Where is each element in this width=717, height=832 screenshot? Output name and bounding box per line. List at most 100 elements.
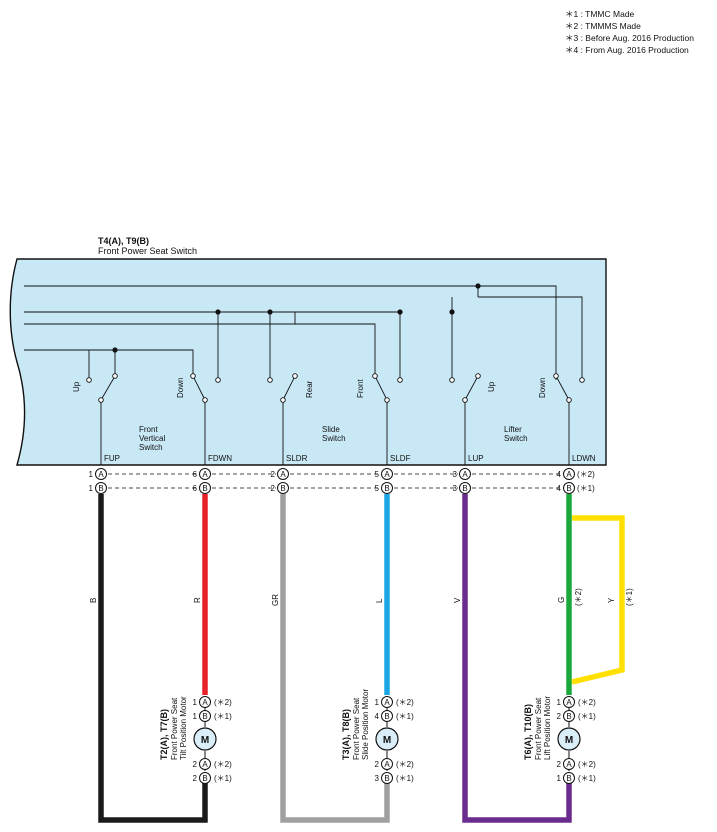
wire-code: V	[453, 597, 462, 603]
contact-label-up: Up	[487, 381, 496, 392]
switch-code: T4(A), T9(B)	[98, 236, 149, 246]
terminal-labels: FUP FDWN SLDR SLDF LUP LDWN	[104, 454, 596, 463]
pin-number: 3	[453, 484, 458, 493]
motor-name: Tilt Position Motor	[179, 696, 188, 760]
svg-text:B: B	[462, 484, 467, 493]
svg-text:B: B	[566, 712, 571, 721]
wire-code: R	[193, 597, 202, 603]
svg-text:B: B	[202, 774, 207, 783]
contact-label-up: Up	[72, 381, 81, 392]
connector-b: B	[199, 482, 211, 494]
connector-b: B	[381, 482, 393, 494]
pin-number: 5	[375, 470, 380, 479]
connector-note-a: (＊2)	[577, 470, 595, 479]
svg-text:A: A	[384, 470, 390, 479]
motor-name: Front Power Seat	[352, 697, 361, 760]
connector-note-b: (＊1)	[577, 484, 595, 493]
pin-number: 3	[375, 774, 380, 783]
svg-text:M: M	[201, 735, 209, 746]
connector-a: A	[95, 468, 107, 480]
pin-number: 1	[557, 698, 562, 707]
connector-b: B	[381, 710, 393, 722]
connector-b: B	[277, 482, 289, 494]
footnote-1: ＊1 : TMMC Made	[565, 9, 635, 19]
motor-name: Slide Position Motor	[361, 689, 370, 760]
connector-a: A	[199, 468, 211, 480]
svg-text:A: A	[98, 470, 104, 479]
svg-text:A: A	[384, 760, 390, 769]
svg-text:A: A	[384, 698, 390, 707]
svg-text:A: A	[202, 760, 208, 769]
terminal-label: SLDF	[390, 454, 411, 463]
wire-note: (＊1)	[625, 588, 634, 606]
connector-b: B	[459, 482, 471, 494]
motor-titles: T2(A), T7(B) Front Power Seat Tilt Posit…	[159, 689, 552, 760]
wire-code: GR	[271, 594, 280, 606]
pin-number: 1	[375, 698, 380, 707]
contact-label-rear: Rear	[305, 380, 314, 398]
group-label: Switch	[322, 434, 346, 443]
switch-name: Front Power Seat Switch	[98, 246, 197, 256]
pin-number: 5	[375, 484, 380, 493]
wire-labels: B R GR L V G (＊2) Y (＊1)	[89, 588, 634, 606]
pin-number: 2	[375, 760, 380, 769]
terminal-label: FDWN	[208, 454, 232, 463]
motor-note: (＊1)	[214, 712, 232, 721]
pin-number: 2	[271, 470, 276, 479]
terminal-label: FUP	[104, 454, 120, 463]
footnotes: ＊1 : TMMC Made ＊2 : TMMMS Made ＊3 : Befo…	[565, 9, 694, 55]
group-label: Lifter	[504, 425, 522, 434]
pin-number: 6	[193, 484, 198, 493]
svg-text:A: A	[280, 470, 286, 479]
motor-symbol: M	[375, 727, 399, 751]
connector-a: A	[563, 696, 575, 708]
pin-number: 1	[557, 774, 562, 783]
motor-note: (＊2)	[214, 698, 232, 707]
contact-label-down: Down	[538, 378, 547, 398]
svg-text:A: A	[566, 698, 572, 707]
connector-a: A	[277, 468, 289, 480]
svg-text:B: B	[384, 774, 389, 783]
pin-number: 6	[193, 470, 198, 479]
connector-a: A	[381, 696, 393, 708]
svg-text:B: B	[280, 484, 285, 493]
motor-code: T6(A), T10(B)	[523, 704, 533, 760]
motor-name: Lift Position Motor	[543, 696, 552, 760]
pin-number: 2	[271, 484, 276, 493]
motor-name: Front Power Seat	[170, 697, 179, 760]
svg-text:A: A	[462, 470, 468, 479]
group-label: Front	[139, 425, 158, 434]
pin-number: 2	[557, 712, 562, 721]
motor-symbol: M	[193, 727, 217, 751]
connector-a: A	[381, 468, 393, 480]
motor-name: Front Power Seat	[534, 697, 543, 760]
svg-text:M: M	[383, 735, 391, 746]
terminal-label: SLDR	[286, 454, 308, 463]
connector-b: B	[563, 772, 575, 784]
svg-text:B: B	[566, 774, 571, 783]
motor-note: (＊1)	[214, 774, 232, 783]
wire-code: L	[375, 598, 384, 603]
pin-number: 2	[557, 760, 562, 769]
wire-black	[98, 494, 208, 823]
connector-dashes	[108, 473, 562, 489]
svg-text:A: A	[202, 470, 208, 479]
wire-code: Y	[607, 597, 616, 603]
connector-a: A	[563, 758, 575, 770]
pin-number: 1	[89, 470, 94, 479]
pin-number: 1	[193, 712, 198, 721]
motor-note: (＊2)	[396, 698, 414, 707]
motor-note: (＊1)	[396, 774, 414, 783]
svg-text:B: B	[202, 484, 207, 493]
pin-number: 1	[193, 698, 198, 707]
pin-number: 4	[557, 484, 562, 493]
motor-note: (＊2)	[214, 760, 232, 769]
svg-text:A: A	[566, 470, 572, 479]
connector-a: A	[459, 468, 471, 480]
svg-text:M: M	[565, 735, 573, 746]
wires	[98, 494, 625, 823]
